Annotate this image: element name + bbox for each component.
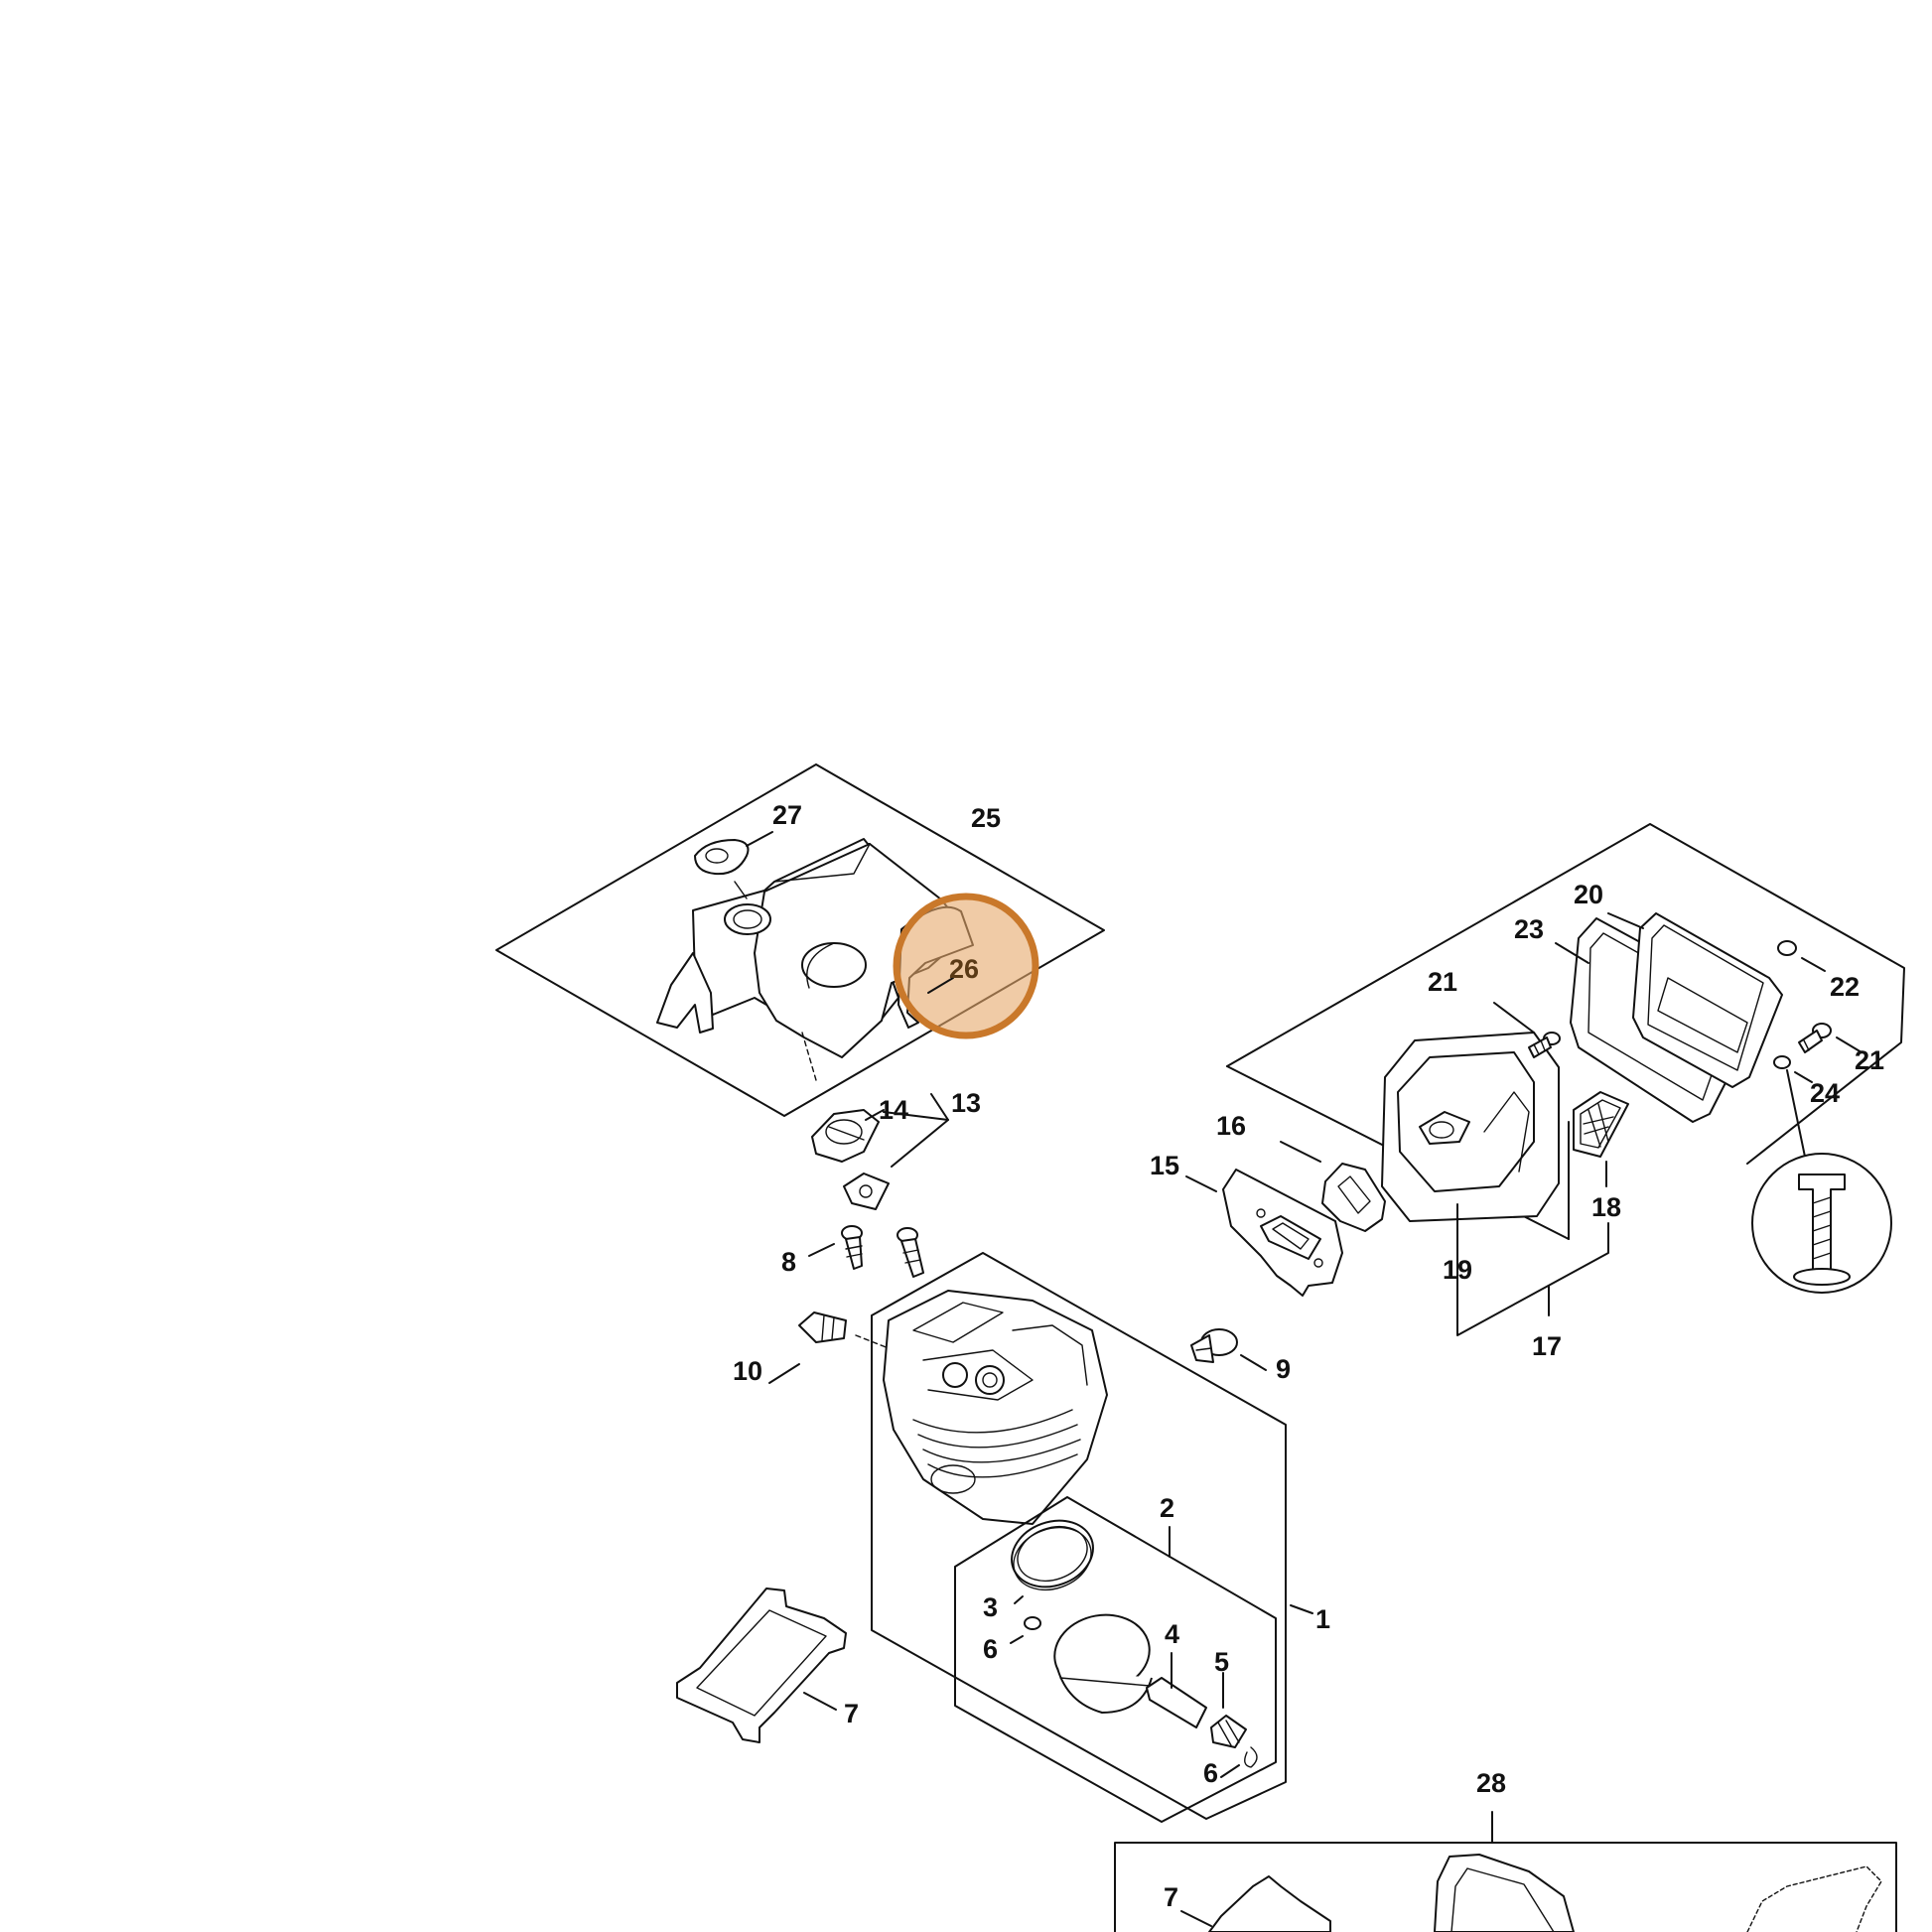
part-7-gasket <box>676 1587 847 1743</box>
label-27: 27 <box>772 800 802 830</box>
label-19: 19 <box>1443 1255 1472 1285</box>
label-13: 13 <box>951 1088 981 1118</box>
label-8: 8 <box>781 1247 796 1277</box>
part-15-heat-shield <box>1185 1169 1343 1297</box>
part-8-screw <box>808 1225 863 1270</box>
group-2-piston <box>954 1496 1277 1823</box>
label-23: 23 <box>1514 914 1544 944</box>
group-28-gasket-kit <box>1114 1811 1897 1932</box>
label-21b: 21 <box>1855 1045 1884 1075</box>
part-16-gasket <box>1280 1141 1386 1232</box>
label-28: 28 <box>1476 1768 1506 1798</box>
labels: 1 2 3 4 5 6 6 7 7 8 9 10 13 14 15 16 17 … <box>733 800 1884 1912</box>
group-17-muffler <box>1226 823 1905 1336</box>
label-24: 24 <box>1810 1078 1840 1108</box>
label-3: 3 <box>983 1592 998 1622</box>
label-7a: 7 <box>844 1699 859 1728</box>
label-2: 2 <box>1160 1493 1174 1523</box>
label-6b: 6 <box>1203 1758 1218 1788</box>
part-13-bracket <box>843 1093 949 1210</box>
label-15: 15 <box>1150 1151 1179 1180</box>
part-10-spark-plug <box>768 1311 895 1384</box>
label-5: 5 <box>1214 1647 1229 1677</box>
label-22: 22 <box>1830 972 1860 1002</box>
part-26-highlighted[interactable]: 26 <box>893 893 1039 1039</box>
group-1-cylinder <box>871 1252 1313 1820</box>
label-21a: 21 <box>1428 967 1457 997</box>
label-4: 4 <box>1165 1619 1179 1649</box>
part-14-bushing <box>811 1109 885 1163</box>
part-9-decompression-valve <box>1190 1328 1267 1371</box>
highlight-circle-26 <box>893 893 1039 1039</box>
part-27-cap <box>694 831 773 899</box>
label-17: 17 <box>1532 1331 1562 1361</box>
label-9: 9 <box>1276 1354 1291 1384</box>
label-18: 18 <box>1591 1192 1621 1222</box>
label-26: 26 <box>949 954 979 984</box>
label-14: 14 <box>879 1095 908 1125</box>
label-10: 10 <box>733 1356 762 1386</box>
label-16: 16 <box>1216 1111 1246 1141</box>
label-7b: 7 <box>1164 1882 1178 1912</box>
part-8b-screw <box>897 1227 924 1278</box>
label-20: 20 <box>1574 880 1603 909</box>
group-25-shroud <box>495 763 1105 1117</box>
label-1: 1 <box>1315 1604 1330 1634</box>
label-6a: 6 <box>983 1634 998 1664</box>
label-25: 25 <box>971 803 1001 833</box>
